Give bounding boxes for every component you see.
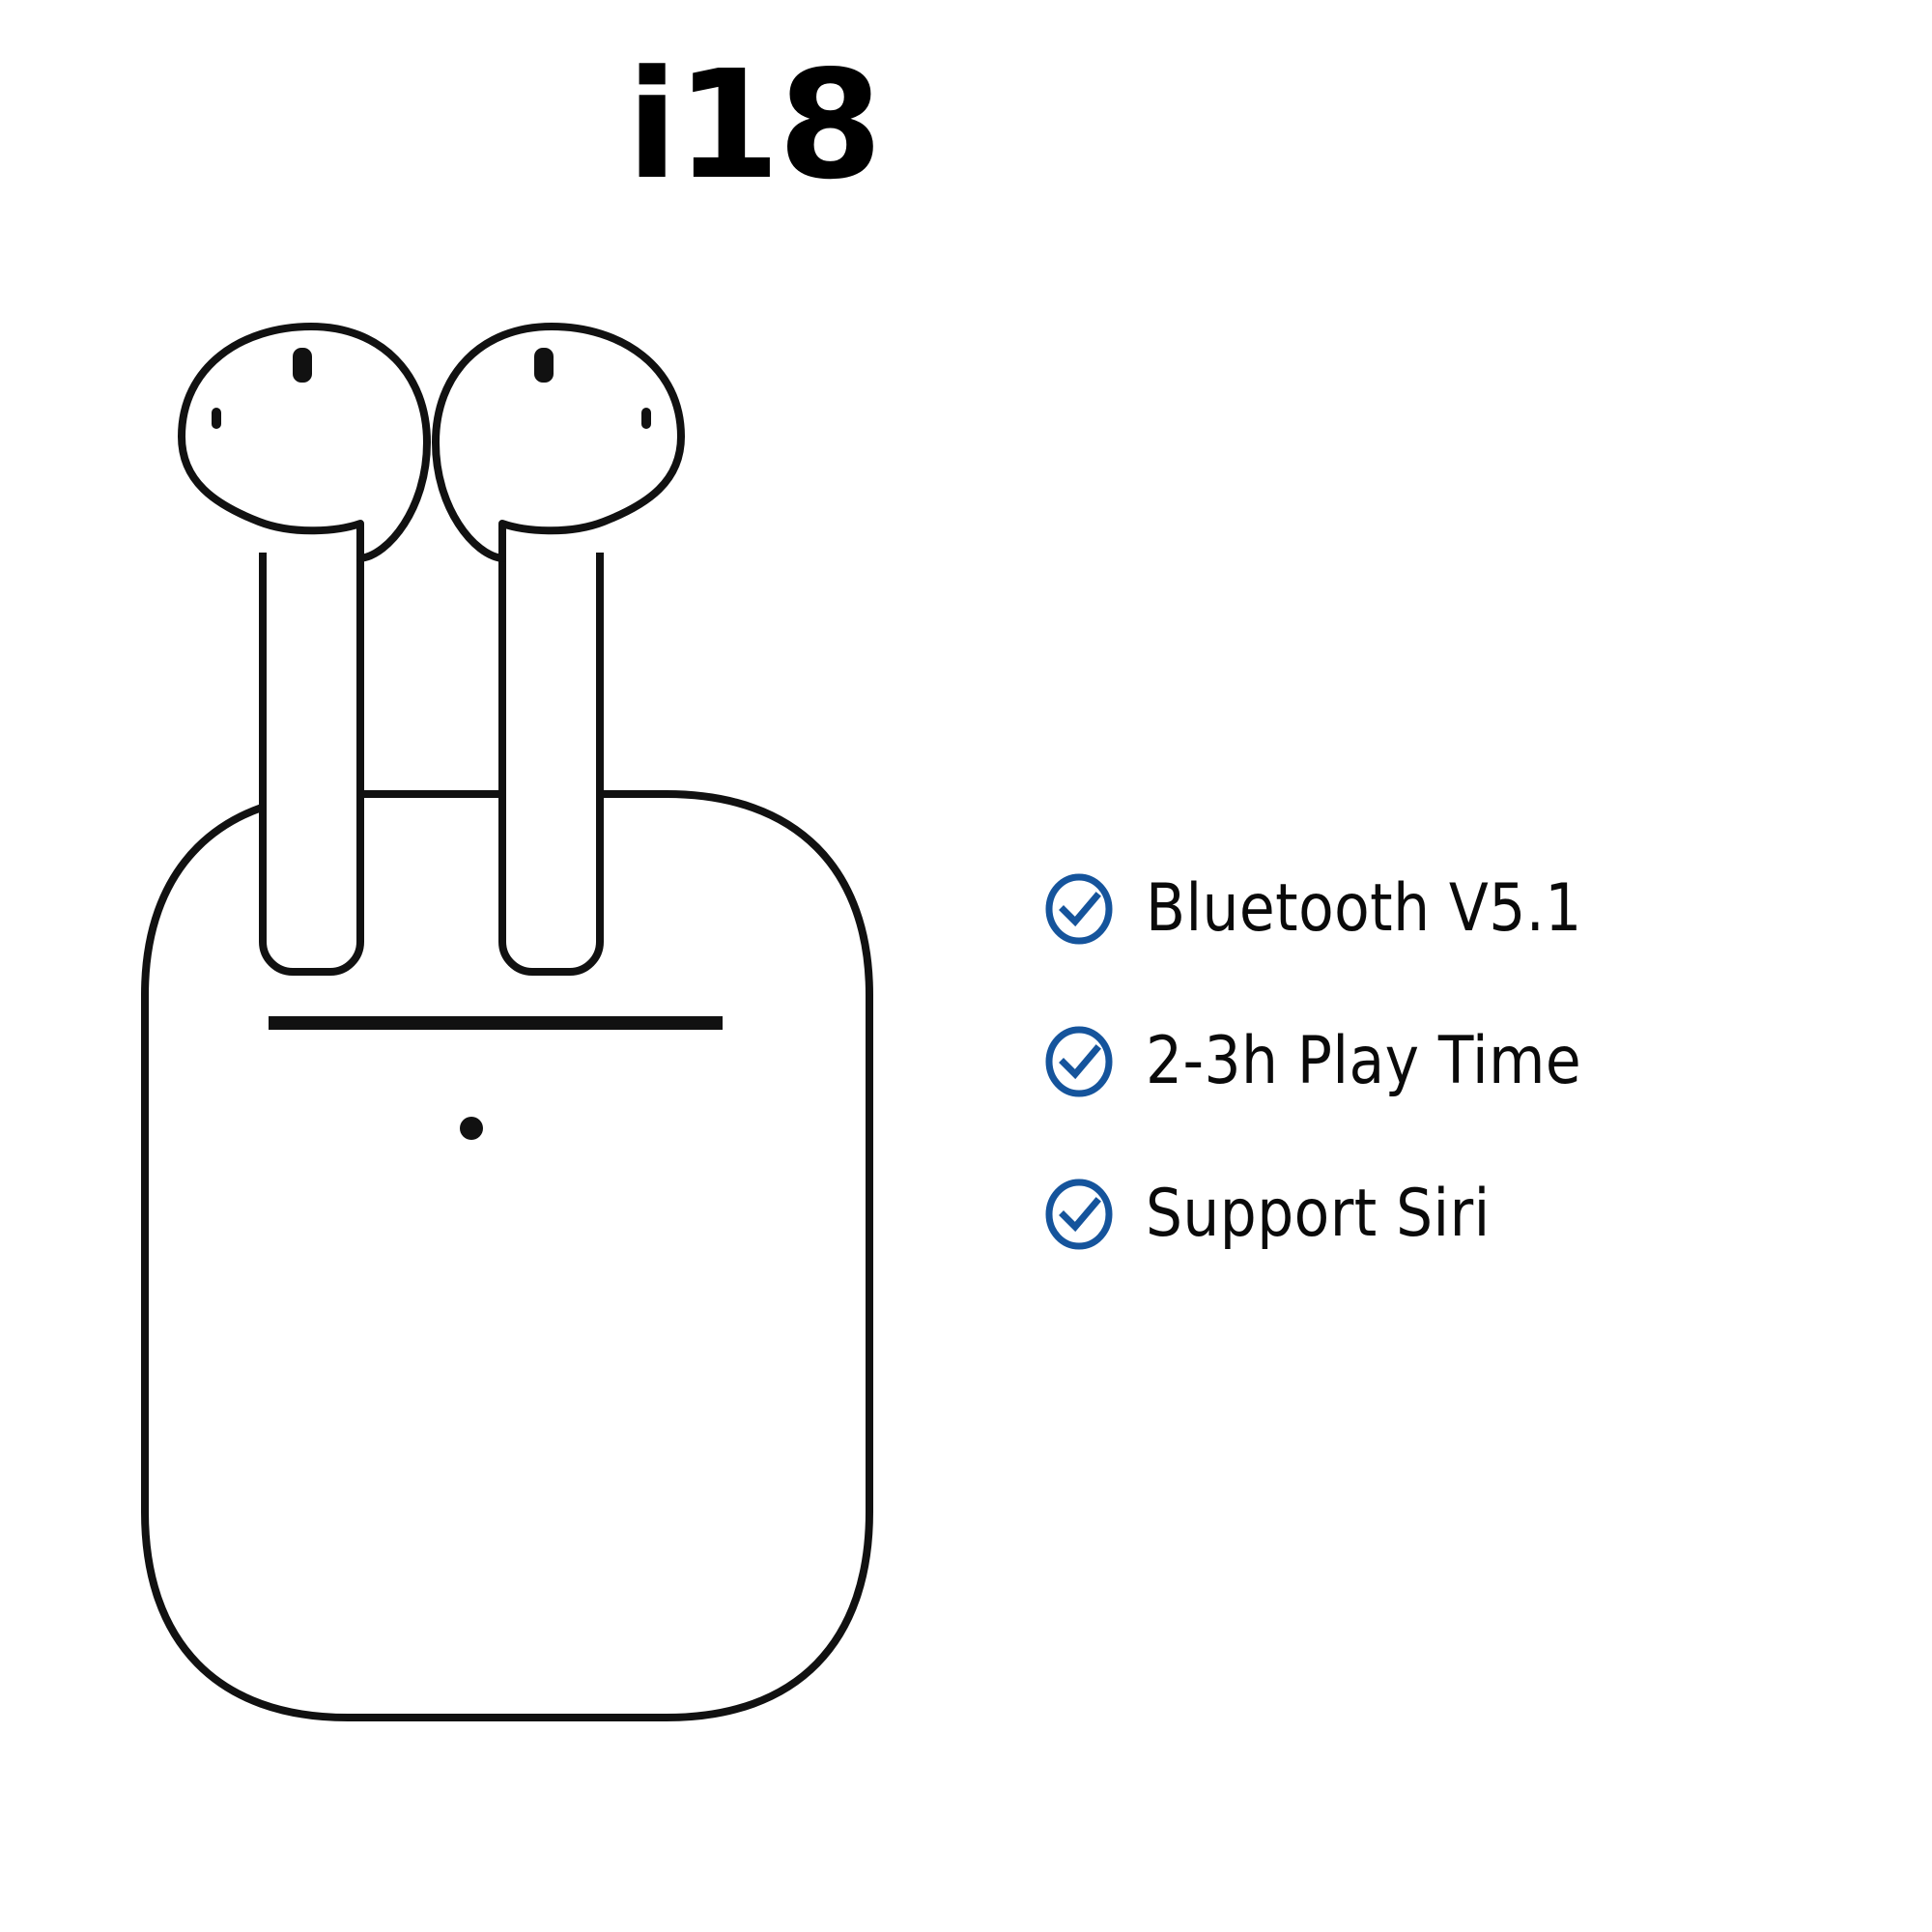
feature-item: Support Siri bbox=[1043, 1138, 1893, 1291]
feature-item: Bluetooth V5.1 bbox=[1043, 833, 1893, 985]
right-earbud-head bbox=[432, 323, 685, 562]
product-title: i18 bbox=[626, 38, 883, 213]
right-earbud-speaker-port bbox=[534, 348, 554, 383]
left-earbud-sensor-dot bbox=[212, 408, 221, 429]
case-led-indicator bbox=[460, 1117, 483, 1140]
earbuds-case-drawing bbox=[141, 323, 873, 1721]
left-earbud-stem bbox=[259, 522, 364, 976]
case-lid-seam bbox=[269, 1016, 723, 1030]
feature-label: Bluetooth V5.1 bbox=[1146, 870, 1582, 947]
check-circle-icon bbox=[1043, 873, 1115, 945]
feature-label: Support Siri bbox=[1146, 1176, 1491, 1252]
left-earbud-head bbox=[178, 323, 431, 562]
right-earbud-sensor-dot bbox=[641, 408, 651, 429]
check-circle-icon bbox=[1043, 1026, 1115, 1097]
check-circle-icon bbox=[1043, 1179, 1115, 1250]
product-illustration bbox=[87, 319, 1014, 1826]
feature-label: 2-3h Play Time bbox=[1146, 1023, 1582, 1099]
left-earbud-speaker-port bbox=[293, 348, 312, 383]
feature-item: 2-3h Play Time bbox=[1043, 985, 1893, 1138]
feature-list: Bluetooth V5.1 2-3h Play Time Support Si… bbox=[1043, 833, 1893, 1291]
right-earbud-stem bbox=[498, 522, 604, 976]
